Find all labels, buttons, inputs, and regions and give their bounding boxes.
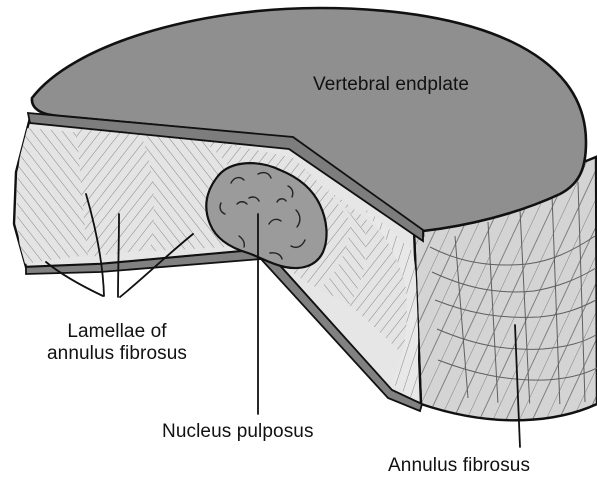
lamellae-label-line-1: Lamellae of <box>37 321 197 343</box>
lamellae-label: Lamellae of annulus fibrosus <box>37 321 197 365</box>
lamellae-label-line-2: annulus fibrosus <box>37 343 197 365</box>
annulus-fibrosus-label: Annulus fibrosus <box>388 455 530 477</box>
vertebral-endplate-label: Vertebral endplate <box>313 74 469 96</box>
nucleus-pulposus-label: Nucleus pulposus <box>162 421 314 443</box>
lamellae-leader-3 <box>118 214 119 297</box>
